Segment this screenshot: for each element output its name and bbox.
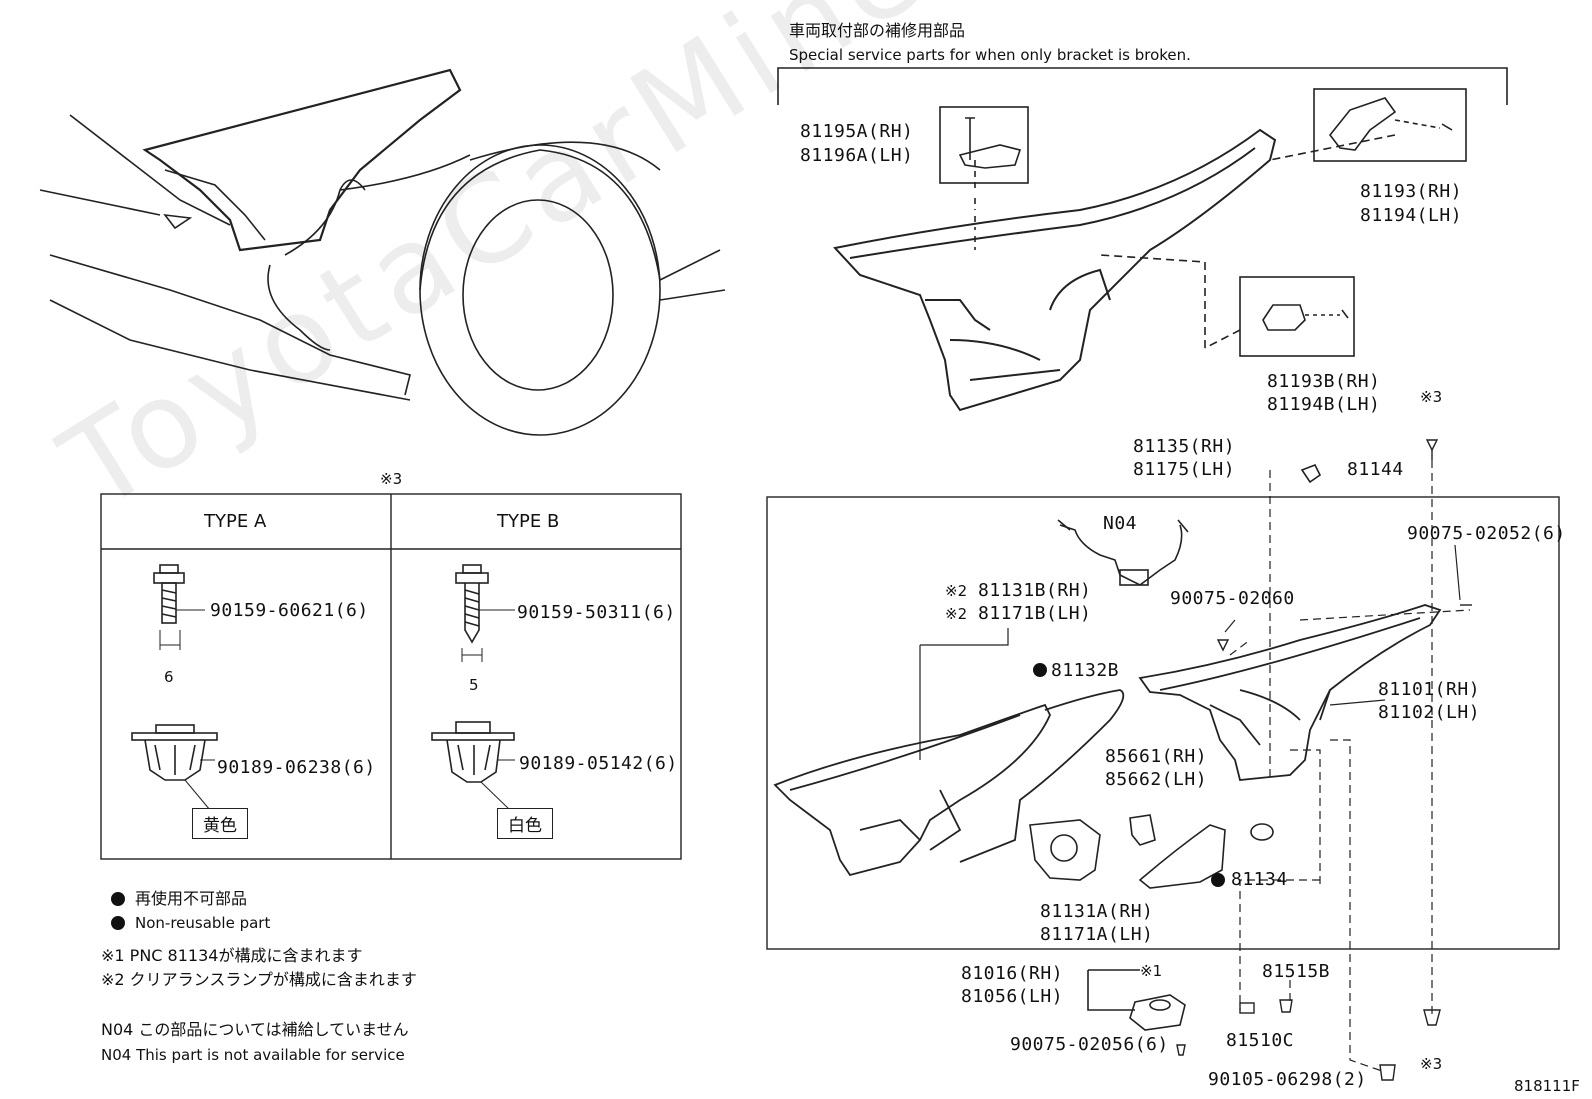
header-jp: 車両取付部の補修用部品 — [789, 21, 966, 40]
fastener-icons — [1176, 439, 1472, 1081]
n04-note-jp: N04 この部品については補給していません — [101, 1020, 409, 1039]
col-type-b: TYPE B — [497, 511, 560, 532]
inset-81193b — [1099, 254, 1355, 357]
part-81131b[interactable]: 81131B(RH) — [978, 580, 1092, 601]
mark2-b: ※2 — [945, 605, 968, 623]
part-81131a[interactable]: 81131A(RH) — [1040, 901, 1154, 922]
part-85662[interactable]: 85662(LH) — [1105, 769, 1208, 790]
part-90189-05142[interactable]: 90189-05142(6) — [519, 753, 678, 774]
dim-a: 6 — [164, 668, 174, 686]
part-81193b[interactable]: 81193B(RH) — [1267, 371, 1381, 392]
part-90159-60621[interactable]: 90159-60621(6) — [210, 600, 369, 621]
color-label-white: 白色 — [497, 808, 553, 839]
part-90105-06298[interactable]: 90105-06298(2) — [1208, 1069, 1367, 1090]
part-81175[interactable]: 81175(LH) — [1133, 459, 1236, 480]
part-81102[interactable]: 81102(LH) — [1378, 702, 1481, 723]
part-81132b[interactable]: 81132B — [1051, 660, 1120, 681]
n04-note-en: N04 This part is not available for servi… — [101, 1046, 405, 1064]
ballast-81016-drawing — [1087, 969, 1186, 1031]
dashed-leaders — [1229, 460, 1471, 1073]
type-b-bolt-drawing — [455, 564, 515, 662]
note-1: ※1 PNC 81134が構成に含まれます — [101, 946, 363, 965]
car-body-sketch — [39, 68, 726, 436]
part-90075-02060[interactable]: 90075-02060 — [1170, 588, 1295, 609]
note-2: ※2 クリアランスランプが構成に含まれます — [101, 970, 417, 989]
part-81144-drawing — [1300, 463, 1322, 484]
mark1: ※1 — [1140, 962, 1163, 980]
part-85661-drawing — [1129, 814, 1156, 846]
headlamp-assembly-box — [766, 496, 1560, 950]
type-b-clip-drawing — [431, 721, 515, 811]
mark3-top: ※3 — [1420, 388, 1443, 406]
gasket-81134-drawing — [1250, 823, 1274, 841]
part-81171b[interactable]: 81171B(LH) — [978, 603, 1092, 624]
color-label-yellow: 黄色 — [192, 808, 248, 839]
part-90159-50311[interactable]: 90159-50311(6) — [517, 602, 676, 623]
part-90075-02056[interactable]: 90075-02056(6) — [1010, 1034, 1169, 1055]
col-type-a: TYPE A — [204, 511, 267, 532]
table-note-mark: ※3 — [380, 470, 403, 488]
part-81195a[interactable]: 81195A(RH) — [800, 121, 914, 142]
part-81134[interactable]: 81134 — [1231, 869, 1288, 890]
legend-dot-jp — [111, 892, 125, 906]
n04-wire-harness — [1057, 519, 1189, 586]
type-a-bolt-drawing — [153, 564, 205, 650]
legend-jp: 再使用不可部品 — [135, 889, 248, 908]
part-85661[interactable]: 85661(RH) — [1105, 746, 1208, 767]
part-81056[interactable]: 81056(LH) — [961, 986, 1064, 1007]
header-en: Special service parts for when only brac… — [789, 46, 1191, 64]
service-parts-bracket — [777, 67, 1508, 105]
fastener-table-frame — [100, 493, 682, 860]
part-81510c[interactable]: 81510C — [1226, 1030, 1295, 1051]
diagram-id: 818111F — [1514, 1077, 1580, 1095]
part-90189-06238[interactable]: 90189-06238(6) — [217, 757, 376, 778]
leader-81131b — [919, 628, 1009, 760]
headlamp-lens-drawing — [773, 689, 1125, 877]
part-81171a[interactable]: 81171A(LH) — [1040, 924, 1154, 945]
legend-en: Non-reusable part — [135, 914, 271, 932]
part-81515b[interactable]: 81515B — [1262, 961, 1331, 982]
mark2-a: ※2 — [945, 582, 968, 600]
part-81196a[interactable]: 81196A(LH) — [800, 145, 914, 166]
clearance-lamp-drawing — [1138, 824, 1226, 889]
headlamp-body-drawing — [1138, 604, 1442, 781]
part-90075-02052[interactable]: 90075-02052(6) — [1407, 523, 1566, 544]
mark3-bottom: ※3 — [1420, 1055, 1443, 1073]
non-reusable-dot-81132b — [1033, 663, 1047, 677]
part-81101[interactable]: 81101(RH) — [1378, 679, 1481, 700]
part-81144[interactable]: 81144 — [1347, 459, 1404, 480]
dim-b: 5 — [469, 676, 479, 694]
inset-81193 — [1269, 88, 1467, 162]
type-a-clip-drawing — [131, 724, 218, 811]
bezel-81131a-drawing — [1029, 819, 1101, 881]
part-81194b[interactable]: 81194B(LH) — [1267, 394, 1381, 415]
inset-81195a — [939, 106, 1029, 250]
leader-81101 — [1224, 544, 1461, 706]
part-n04[interactable]: N04 — [1103, 513, 1138, 534]
non-reusable-dot-81134 — [1211, 873, 1225, 887]
part-81016[interactable]: 81016(RH) — [961, 963, 1064, 984]
part-81193[interactable]: 81193(RH) — [1360, 181, 1463, 202]
headlamp-housing-drawing — [833, 128, 1277, 412]
legend-dot-en — [111, 916, 125, 930]
part-81135[interactable]: 81135(RH) — [1133, 436, 1236, 457]
part-81194[interactable]: 81194(LH) — [1360, 205, 1463, 226]
